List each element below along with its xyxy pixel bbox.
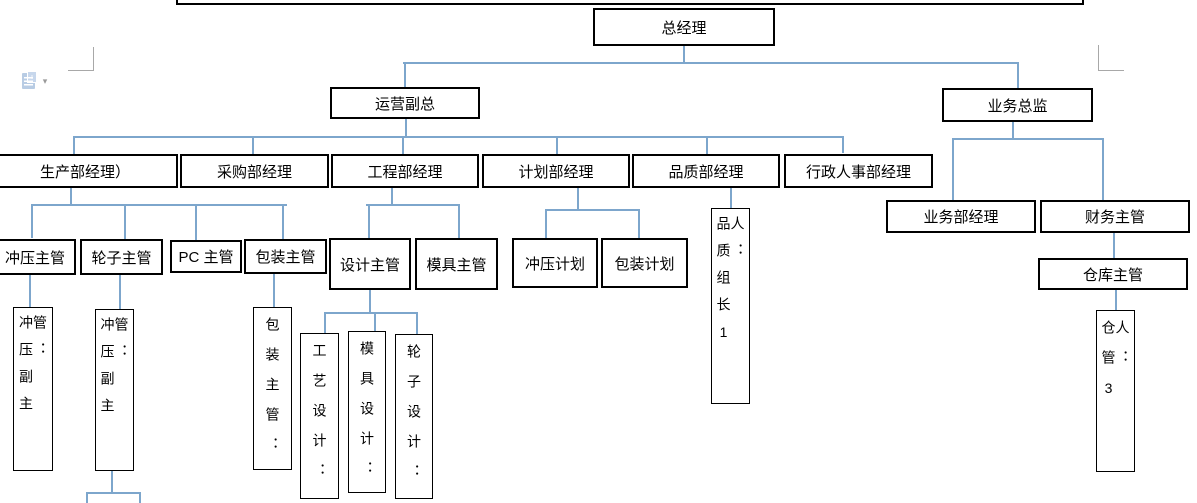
node-general-manager[interactable]: 总经理 <box>593 8 775 46</box>
connector-line <box>842 136 844 153</box>
node-label: 冲压副主管： <box>99 317 130 425</box>
node-label: 工艺设计： <box>311 343 328 493</box>
top-partial-box[interactable] <box>176 0 1084 5</box>
node-label: 品质组长1人： <box>715 216 746 353</box>
connector-line <box>374 312 376 331</box>
connector-line <box>416 312 418 334</box>
connector-line <box>391 188 393 204</box>
node-label: 包装主管： <box>264 317 281 467</box>
connector-line <box>1102 138 1104 200</box>
connector-line <box>86 492 140 494</box>
node-finance-supervisor[interactable]: 财务主管 <box>1040 200 1190 233</box>
connector-line <box>368 204 370 238</box>
connector-line <box>1017 62 1019 88</box>
paste-lines-icon <box>24 77 33 86</box>
paste-options-icon[interactable] <box>22 71 37 89</box>
connector-line <box>324 312 326 333</box>
node-label: 冲压副主管： <box>18 315 48 423</box>
connector-line <box>1113 233 1115 258</box>
connector-line <box>70 188 72 205</box>
node-pc-supervisor[interactable]: PC 主管 <box>170 240 242 273</box>
connector-line <box>458 204 460 238</box>
connector-line <box>683 46 685 62</box>
node-label: 模具设计： <box>359 341 375 491</box>
node-business-dept-manager[interactable]: 业务部经理 <box>886 200 1036 233</box>
connector-line <box>730 188 732 208</box>
connector-line <box>282 204 284 239</box>
connector-line <box>273 274 275 307</box>
node-mold-supervisor[interactable]: 模具主管 <box>415 238 498 290</box>
connector-line <box>324 312 416 314</box>
connector-line <box>556 136 558 154</box>
node-business-director[interactable]: 业务总监 <box>942 88 1093 122</box>
connector-line <box>73 136 75 154</box>
connector-line <box>403 62 1019 64</box>
node-quality-manager[interactable]: 品质部经理 <box>632 154 780 188</box>
node-wheel-design[interactable]: 轮子设计： <box>395 334 433 499</box>
node-label: 轮子设计： <box>406 344 422 494</box>
connector-line <box>577 188 579 209</box>
node-stamping-planning[interactable]: 冲压计划 <box>512 238 598 288</box>
connector-line <box>73 136 843 138</box>
node-planning-manager[interactable]: 计划部经理 <box>482 154 630 188</box>
node-packaging-supervisor[interactable]: 包装主管 <box>244 239 327 274</box>
connector-line <box>31 204 287 206</box>
connector-line <box>86 492 88 503</box>
connector-line <box>111 471 113 492</box>
dropdown-arrow-icon[interactable]: ▾ <box>42 76 48 86</box>
connector-line <box>1115 290 1117 310</box>
node-packaging-supervisor-vertical[interactable]: 包装主管： <box>253 307 292 470</box>
text-boundary-mark-right <box>1098 45 1124 71</box>
connector-line <box>1012 122 1014 138</box>
node-engineering-manager[interactable]: 工程部经理 <box>331 154 479 188</box>
connector-line <box>545 209 547 238</box>
connector-line <box>139 492 141 503</box>
connector-line <box>405 119 407 136</box>
connector-line <box>638 209 640 238</box>
text-boundary-mark-left <box>68 47 94 71</box>
connector-line <box>545 209 638 211</box>
node-operations-vp[interactable]: 运营副总 <box>330 87 480 119</box>
connector-line <box>119 275 121 309</box>
node-production-manager[interactable]: 生产部经理） <box>0 154 178 188</box>
node-packaging-planning[interactable]: 包装计划 <box>601 238 688 288</box>
connector-line <box>404 62 406 87</box>
node-warehouse-supervisor[interactable]: 仓库主管 <box>1038 258 1188 290</box>
node-wheel-supervisor[interactable]: 轮子主管 <box>80 239 163 275</box>
connector-line <box>195 204 197 240</box>
connector-line <box>29 275 31 307</box>
node-process-design[interactable]: 工艺设计： <box>300 333 339 499</box>
node-mold-design[interactable]: 模具设计： <box>348 331 386 493</box>
connector-line <box>952 138 954 200</box>
node-stamping-deputy-supervisor-1[interactable]: 冲压副主管： <box>13 307 53 471</box>
connector-line <box>31 204 33 238</box>
node-stamping-deputy-supervisor-2[interactable]: 冲压副主管： <box>95 309 134 471</box>
node-quality-group-leader[interactable]: 品质组长1人： <box>711 208 750 404</box>
connector-line <box>366 204 458 206</box>
node-label: 仓管3人： <box>1100 320 1131 412</box>
node-stamping-supervisor[interactable]: 冲压主管 <box>0 239 76 275</box>
connector-line <box>952 138 1102 140</box>
connector-line <box>706 136 708 154</box>
connector-line <box>124 204 126 239</box>
node-warehouse-keeper[interactable]: 仓管3人： <box>1096 310 1135 472</box>
node-purchasing-manager[interactable]: 采购部经理 <box>180 154 329 188</box>
node-design-supervisor[interactable]: 设计主管 <box>329 238 411 290</box>
connector-line <box>369 290 371 312</box>
node-admin-hr-manager[interactable]: 行政人事部经理 <box>784 154 933 188</box>
connector-line <box>402 136 404 154</box>
connector-line <box>252 136 254 154</box>
